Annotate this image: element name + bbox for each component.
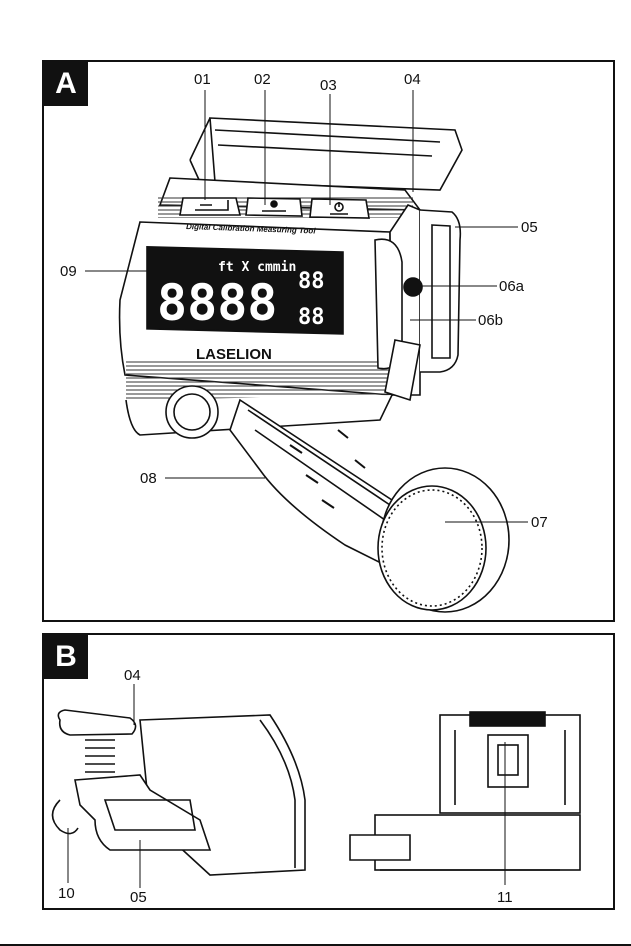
callout-06a: 06a	[499, 278, 525, 295]
lcd-main-digits: 8888	[157, 274, 277, 332]
button-02[interactable]	[246, 198, 302, 216]
measuring-tool-illustration	[120, 118, 509, 612]
lcd-small-digits-top: 88	[298, 269, 325, 294]
callout-b-11: 11	[497, 889, 513, 906]
lcd-unit-readout: ft X cmmin	[218, 260, 296, 275]
side-view-illustration	[53, 710, 306, 875]
callout-01: 01	[194, 71, 211, 88]
button-03[interactable]	[310, 199, 369, 218]
lcd-small-digits-bottom: 88	[298, 305, 325, 330]
callout-02: 02	[254, 71, 271, 88]
callout-b-05: 05	[130, 889, 147, 906]
callout-08: 08	[140, 470, 157, 487]
front-view-illustration	[350, 712, 580, 870]
callout-03: 03	[320, 77, 337, 94]
callout-b-10: 10	[58, 885, 75, 902]
callout-06b: 06b	[478, 312, 503, 329]
callout-04: 04	[404, 71, 421, 88]
callout-05: 05	[521, 219, 538, 236]
button-01[interactable]	[180, 198, 240, 215]
callout-09: 09	[60, 263, 77, 280]
brand-name: LASELION	[196, 346, 272, 363]
callout-07: 07	[531, 514, 548, 531]
callout-b-04: 04	[124, 667, 141, 684]
